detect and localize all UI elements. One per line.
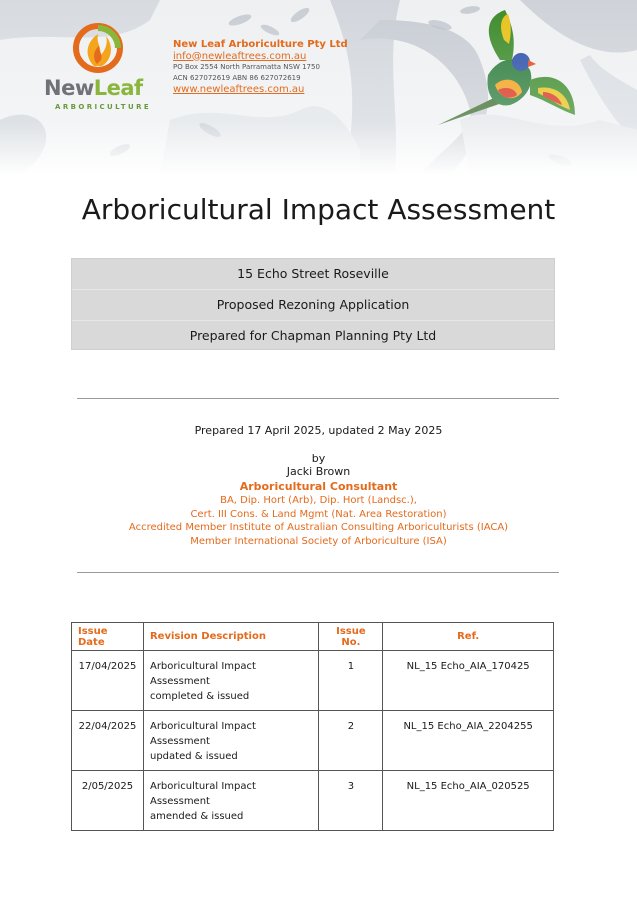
author-credentials: BA, Dip. Hort (Arb), Dip. Hort (Landsc.)… [0, 494, 637, 548]
cell-revision-description: Arboricultural Impact Assessment amended … [142, 770, 320, 831]
divider-bottom [77, 572, 559, 573]
credential-line: Cert. III Cons. & Land Mgmt (Nat. Area R… [190, 508, 447, 520]
cell-ref: NL_15 Echo_AIA_2204255 [382, 710, 554, 771]
cell-issue-no: 1 [318, 650, 384, 711]
author-name: Jacki Brown [286, 465, 351, 478]
table-row: 2/05/2025 Arboricultural Impact Assessme… [71, 770, 554, 831]
document-title: Arboricultural Impact Assessment [81, 193, 556, 226]
table-row: 22/04/2025 Arboricultural Impact Assessm… [71, 710, 554, 771]
logo-wordmark: NewLeaf [44, 76, 143, 100]
company-po-box: PO Box 2554 North Parramatta NSW 1750 [173, 63, 320, 71]
description-line: Arboricultural Impact Assessment [149, 781, 256, 807]
summary-box: 15 Echo Street Roseville Proposed Rezoni… [71, 258, 555, 350]
logo-word-new: New [44, 76, 94, 100]
divider-top [77, 398, 559, 399]
prepared-by-label: by [311, 452, 326, 465]
cell-issue-no: 2 [318, 710, 384, 771]
summary-prepared-for: Prepared for Chapman Planning Pty Ltd [189, 328, 437, 343]
table-header-row: Issue Date Revision Description Issue No… [71, 622, 554, 651]
description-line: amended & issued [149, 811, 244, 822]
leaf-flame-icon [73, 23, 123, 73]
cell-issue-date: 17/04/2025 [71, 650, 144, 711]
company-details: New Leaf Arboriculture Pty Ltd info@newl… [173, 39, 348, 96]
summary-application: Proposed Rezoning Application [72, 290, 554, 321]
company-email-link[interactable]: info@newleaftrees.com.au [173, 50, 307, 62]
logo-subtitle: ARBORICULTURE [55, 103, 152, 111]
description-line: completed & issued [149, 691, 250, 702]
company-website-link[interactable]: www.newleaftrees.com.au [173, 84, 305, 95]
issue-table: Issue Date Revision Description Issue No… [71, 622, 554, 831]
company-logo [40, 22, 160, 117]
summary-address: 15 Echo Street Roseville [72, 259, 554, 290]
cell-issue-no: 3 [318, 770, 384, 831]
logo-word-leaf: Leaf [93, 76, 143, 100]
company-acn-abn: ACN 627072619 ABN 86 627072619 [173, 74, 301, 82]
credential-line: Member International Society of Arboricu… [190, 535, 447, 547]
col-header-issue-no: Issue No. [318, 622, 384, 651]
cell-ref: NL_15 Echo_AIA_170425 [382, 650, 554, 711]
cell-revision-description: Arboricultural Impact Assessment complete… [142, 650, 320, 711]
col-header-ref: Ref. [382, 622, 554, 651]
header-banner: NewLeaf ARBORICULTURE New Leaf Arboricul… [0, 0, 637, 175]
credential-line: Accredited Member Institute of Australia… [128, 522, 509, 533]
col-header-revision-description: Revision Description [142, 622, 320, 651]
cell-issue-date: 22/04/2025 [71, 710, 144, 771]
description-line: updated & issued [149, 751, 238, 762]
prepared-date: Prepared 17 April 2025, updated 2 May 20… [194, 424, 443, 437]
cell-ref: NL_15 Echo_AIA_020525 [382, 770, 554, 831]
company-name: New Leaf Arboriculture Pty Ltd [173, 39, 348, 50]
description-line: Arboricultural Impact Assessment [149, 661, 256, 687]
credential-line: BA, Dip. Hort (Arb), Dip. Hort (Landsc.)… [220, 495, 417, 506]
author-role: Arboricultural Consultant [239, 480, 398, 493]
cell-issue-date: 2/05/2025 [71, 770, 144, 831]
description-line: Arboricultural Impact Assessment [149, 721, 256, 747]
cell-revision-description: Arboricultural Impact Assessment updated … [142, 710, 320, 771]
col-header-issue-date: Issue Date [71, 622, 144, 651]
table-row: 17/04/2025 Arboricultural Impact Assessm… [71, 650, 554, 711]
